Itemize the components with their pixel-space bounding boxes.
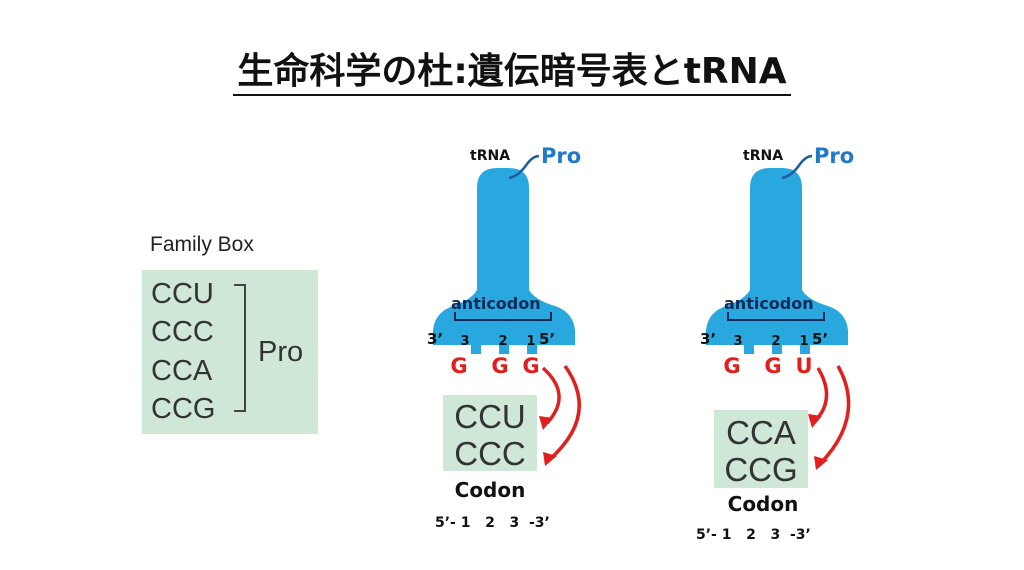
anticodon-base: G bbox=[764, 354, 782, 378]
trna-diagram-1: tRNA Pro anticodon 3’ 3 2 1 5’ G G G CCU… bbox=[415, 140, 605, 560]
position-number: 3 bbox=[733, 334, 743, 349]
position-number: 2 bbox=[498, 334, 508, 349]
family-box: CCU CCC CCA CCG Pro bbox=[142, 270, 318, 434]
anticodon-base: U bbox=[795, 354, 813, 378]
page-title: 生命科学の杜:遺伝暗号表とtRNA bbox=[0, 42, 1024, 96]
codon-numbering: 5’- 1 2 3 -3’ bbox=[696, 527, 811, 543]
anticodon-bracket bbox=[727, 312, 825, 321]
trna-linker bbox=[508, 154, 540, 180]
trna-body bbox=[433, 168, 575, 354]
codon-label: Codon bbox=[454, 478, 526, 502]
family-box-codon: CCG bbox=[151, 393, 216, 425]
anticodon-bracket bbox=[454, 312, 552, 321]
trna-shape bbox=[706, 154, 851, 470]
anticodon-base: G bbox=[491, 354, 509, 378]
pairing-arrow-head bbox=[539, 416, 553, 430]
position-number: 2 bbox=[771, 334, 781, 349]
trna-diagram-2: tRNA Pro anticodon 3’ 3 2 1 5’ G G U CCA… bbox=[688, 140, 878, 560]
trna-label: tRNA bbox=[743, 148, 784, 164]
five-prime-end: 5’ bbox=[539, 330, 556, 348]
codon: CCG bbox=[724, 451, 798, 488]
trna-body bbox=[706, 168, 848, 354]
codon-numbering: 5’- 1 2 3 -3’ bbox=[435, 515, 550, 531]
codon: CCA bbox=[726, 414, 796, 451]
codon-box: CCU CCC bbox=[443, 395, 537, 471]
three-prime-end: 3’ bbox=[427, 330, 444, 348]
pairing-arrow bbox=[541, 366, 561, 425]
position-number: 1 bbox=[526, 334, 536, 349]
family-box-amino-acid: Pro bbox=[258, 336, 304, 368]
position-number: 3 bbox=[460, 334, 470, 349]
family-box-codon: CCC bbox=[151, 316, 214, 348]
codon: CCC bbox=[454, 435, 526, 472]
three-prime-end: 3’ bbox=[700, 330, 717, 348]
family-box-label: Family Box bbox=[150, 233, 254, 256]
pairing-arrow-head bbox=[808, 414, 822, 428]
anticodon-label: anticodon bbox=[451, 294, 541, 313]
pairing-arrow bbox=[547, 364, 581, 462]
family-box-codon: CCA bbox=[151, 355, 213, 387]
pairing-arrow bbox=[814, 367, 829, 422]
anticodon-base: G bbox=[723, 354, 741, 378]
trna-label: tRNA bbox=[470, 148, 511, 164]
codon-box: CCA CCG bbox=[714, 410, 808, 488]
pairing-arrow bbox=[818, 365, 851, 466]
five-prime-end: 5’ bbox=[812, 330, 829, 348]
pairing-arrow-head bbox=[814, 456, 828, 470]
pairing-arrow-head bbox=[543, 452, 557, 466]
anticodon-label: anticodon bbox=[724, 294, 814, 313]
codon: CCU bbox=[454, 398, 526, 435]
amino-acid-label: Pro bbox=[814, 144, 855, 168]
trna-linker bbox=[781, 154, 813, 180]
anticodon-base: G bbox=[450, 354, 468, 378]
page-title-text: 生命科学の杜:遺伝暗号表とtRNA bbox=[233, 51, 791, 96]
amino-acid-label: Pro bbox=[541, 144, 582, 168]
family-box-codon: CCU bbox=[151, 278, 214, 310]
family-box-bracket bbox=[234, 284, 246, 412]
trna-shape bbox=[433, 154, 581, 466]
position-number: 1 bbox=[799, 334, 809, 349]
anticodon-base: G bbox=[522, 354, 540, 378]
codon-label: Codon bbox=[727, 492, 799, 516]
